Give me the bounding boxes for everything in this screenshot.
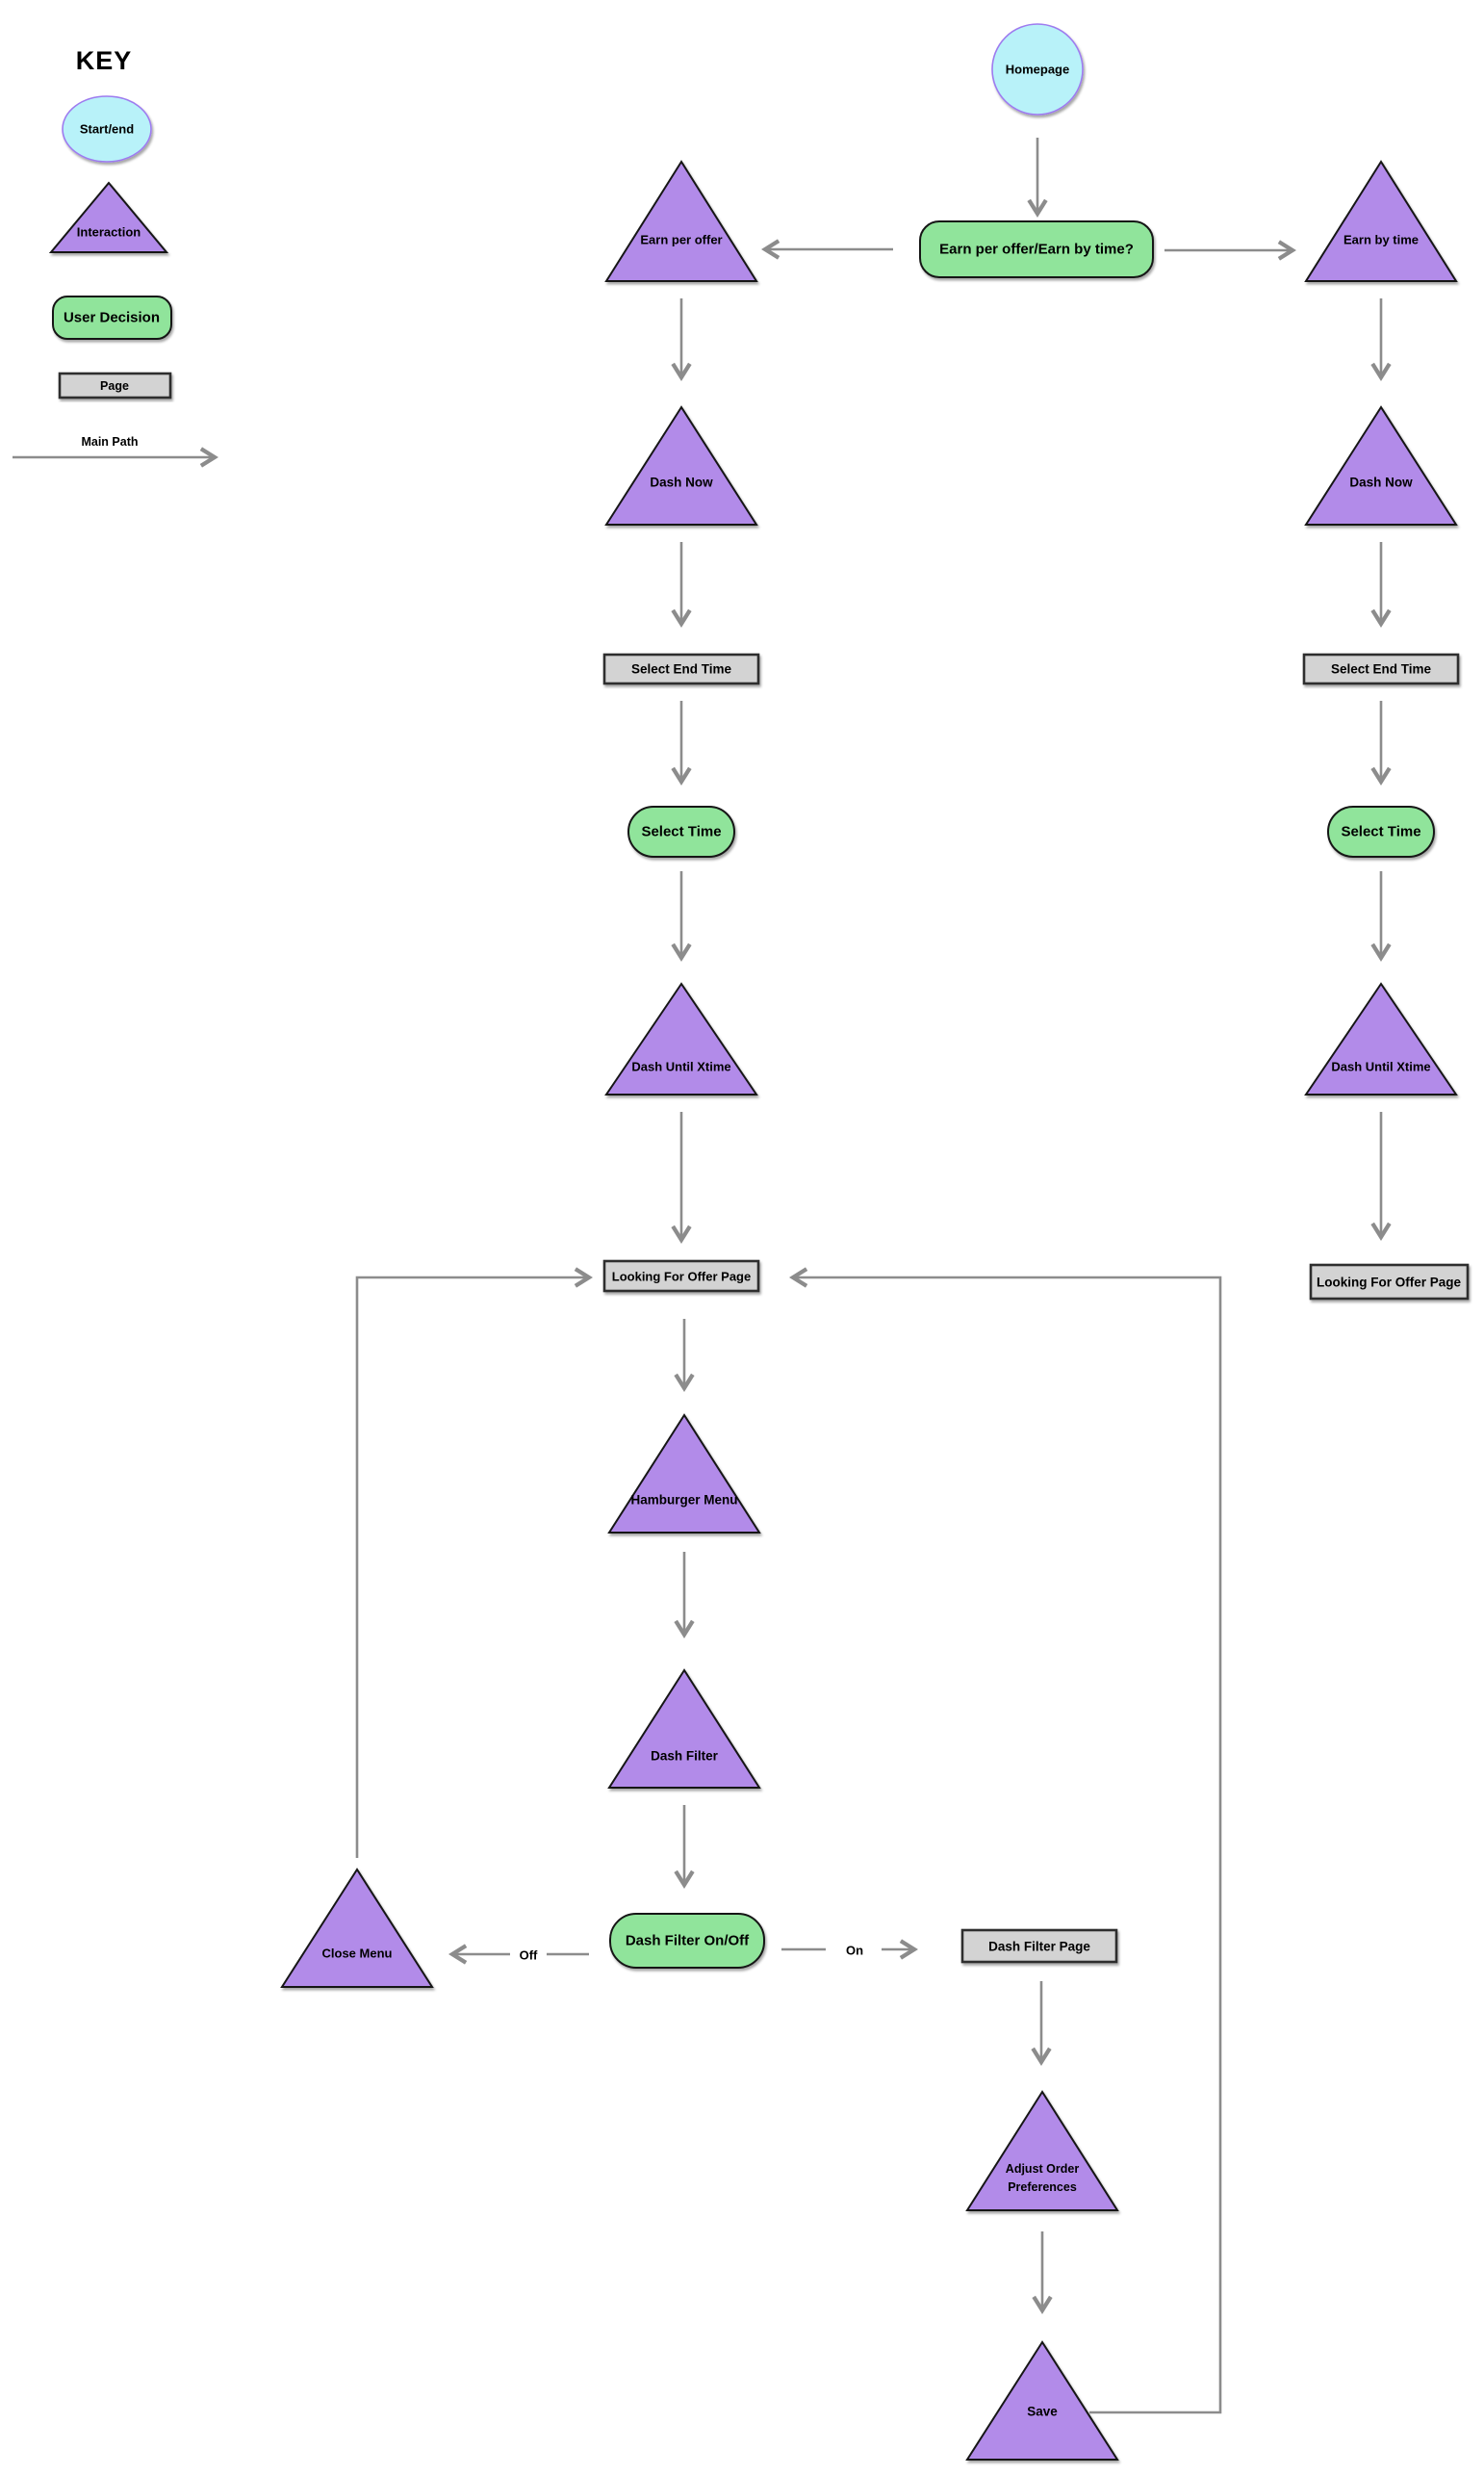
node-earn-decision: Earn per offer/Earn by time? bbox=[919, 220, 1154, 278]
dash-until-xtime-right-label: Dash Until Xtime bbox=[1331, 1060, 1430, 1074]
node-dash-until-xtime-left: Dash Until Xtime bbox=[604, 982, 758, 1096]
legend-start-end-label: Start/end bbox=[80, 122, 134, 137]
dash-now-right-label: Dash Now bbox=[1349, 476, 1413, 490]
node-select-time-right: Select Time bbox=[1327, 806, 1435, 858]
node-dash-filter-page: Dash Filter Page bbox=[960, 1928, 1118, 1964]
earn-by-time-shape bbox=[1304, 160, 1458, 282]
node-earn-per-offer: Earn per offer bbox=[604, 160, 758, 282]
select-time-left-label: Select Time bbox=[641, 824, 721, 840]
dash-filter-page-shape bbox=[960, 1928, 1118, 1964]
node-adjust-order-preferences: Adjust Order Preferences bbox=[965, 2090, 1119, 2211]
legend-main-path-label: Main Path bbox=[81, 435, 138, 449]
dash-filter-page-label: Dash Filter Page bbox=[988, 1940, 1090, 1954]
adjust-order-preferences-label-line2: Preferences bbox=[1008, 2180, 1077, 2194]
dash-until-xtime-left-shape bbox=[604, 982, 758, 1096]
node-dash-filter-on-off: Dash Filter On/Off bbox=[609, 1913, 765, 1969]
on-branch-label: On bbox=[846, 1944, 863, 1958]
looking-for-offer-right-label: Looking For Offer Page bbox=[1317, 1276, 1462, 1290]
arrow-save-to-looking bbox=[789, 1267, 1222, 2414]
dash-now-right-shape bbox=[1304, 405, 1458, 526]
node-hamburger-menu: Hamburger Menu bbox=[607, 1413, 761, 1534]
dash-now-left-label: Dash Now bbox=[650, 476, 713, 490]
node-dash-now-right: Dash Now bbox=[1304, 405, 1458, 526]
arrow-close-menu-to-looking bbox=[355, 1267, 593, 1858]
node-dash-filter: Dash Filter bbox=[607, 1668, 761, 1789]
node-looking-for-offer-right: Looking For Offer Page bbox=[1309, 1263, 1470, 1301]
adjust-order-preferences-label-line1: Adjust Order bbox=[1006, 2162, 1080, 2176]
node-dash-until-xtime-right: Dash Until Xtime bbox=[1304, 982, 1458, 1096]
legend-user-decision-shape bbox=[52, 296, 172, 340]
save-shape bbox=[965, 2340, 1119, 2461]
legend-page-shape bbox=[58, 372, 172, 400]
node-looking-for-offer-left: Looking For Offer Page bbox=[602, 1259, 760, 1293]
earn-decision-shape bbox=[919, 220, 1154, 278]
node-close-menu: Close Menu bbox=[280, 1868, 434, 1988]
node-homepage: Homepage bbox=[991, 23, 1084, 116]
save-label: Save bbox=[1027, 2405, 1058, 2419]
adjust-order-preferences-shape bbox=[965, 2090, 1119, 2211]
looking-for-offer-left-label: Looking For Offer Page bbox=[612, 1270, 751, 1284]
select-time-left-shape bbox=[627, 806, 735, 858]
node-select-time-left: Select Time bbox=[627, 806, 735, 858]
legend-start-end-shape bbox=[62, 95, 152, 163]
earn-by-time-label: Earn by time bbox=[1343, 233, 1419, 247]
earn-decision-label: Earn per offer/Earn by time? bbox=[939, 242, 1134, 258]
hamburger-menu-label: Hamburger Menu bbox=[630, 1493, 737, 1508]
looking-for-offer-right-shape bbox=[1309, 1263, 1470, 1301]
select-end-time-left-shape bbox=[602, 653, 760, 685]
node-dash-now-left: Dash Now bbox=[604, 405, 758, 526]
earn-per-offer-shape bbox=[604, 160, 758, 282]
select-end-time-left-label: Select End Time bbox=[631, 662, 732, 677]
select-end-time-right-label: Select End Time bbox=[1331, 662, 1432, 677]
dash-now-left-shape bbox=[604, 405, 758, 526]
select-time-right-label: Select Time bbox=[1341, 824, 1420, 840]
node-select-end-time-left: Select End Time bbox=[602, 653, 760, 685]
legend-interaction-shape bbox=[48, 181, 169, 253]
dash-filter-on-off-shape bbox=[609, 1913, 765, 1969]
legend: KEY Start/end Interaction User Decision … bbox=[13, 46, 218, 468]
select-end-time-right-shape bbox=[1302, 653, 1460, 685]
select-time-right-shape bbox=[1327, 806, 1435, 858]
legend-title: KEY bbox=[76, 46, 133, 75]
dash-until-xtime-right-shape bbox=[1304, 982, 1458, 1096]
legend-page-label: Page bbox=[100, 379, 129, 393]
dash-filter-shape bbox=[607, 1668, 761, 1789]
dash-filter-label: Dash Filter bbox=[651, 1749, 719, 1764]
earn-per-offer-label: Earn per offer bbox=[640, 233, 722, 247]
legend-interaction-label: Interaction bbox=[77, 225, 141, 240]
node-earn-by-time: Earn by time bbox=[1304, 160, 1458, 282]
homepage-label: Homepage bbox=[1006, 63, 1069, 77]
off-branch-label: Off bbox=[520, 1948, 538, 1963]
homepage-shape bbox=[991, 23, 1084, 116]
dash-filter-on-off-label: Dash Filter On/Off bbox=[626, 1933, 750, 1949]
node-save: Save bbox=[965, 2340, 1119, 2461]
close-menu-shape bbox=[280, 1868, 434, 1988]
hamburger-menu-shape bbox=[607, 1413, 761, 1534]
looking-for-offer-left-shape bbox=[602, 1259, 760, 1293]
node-select-end-time-right: Select End Time bbox=[1302, 653, 1460, 685]
close-menu-label: Close Menu bbox=[322, 1946, 393, 1961]
dash-until-xtime-left-label: Dash Until Xtime bbox=[631, 1060, 730, 1074]
legend-user-decision-label: User Decision bbox=[64, 310, 160, 326]
